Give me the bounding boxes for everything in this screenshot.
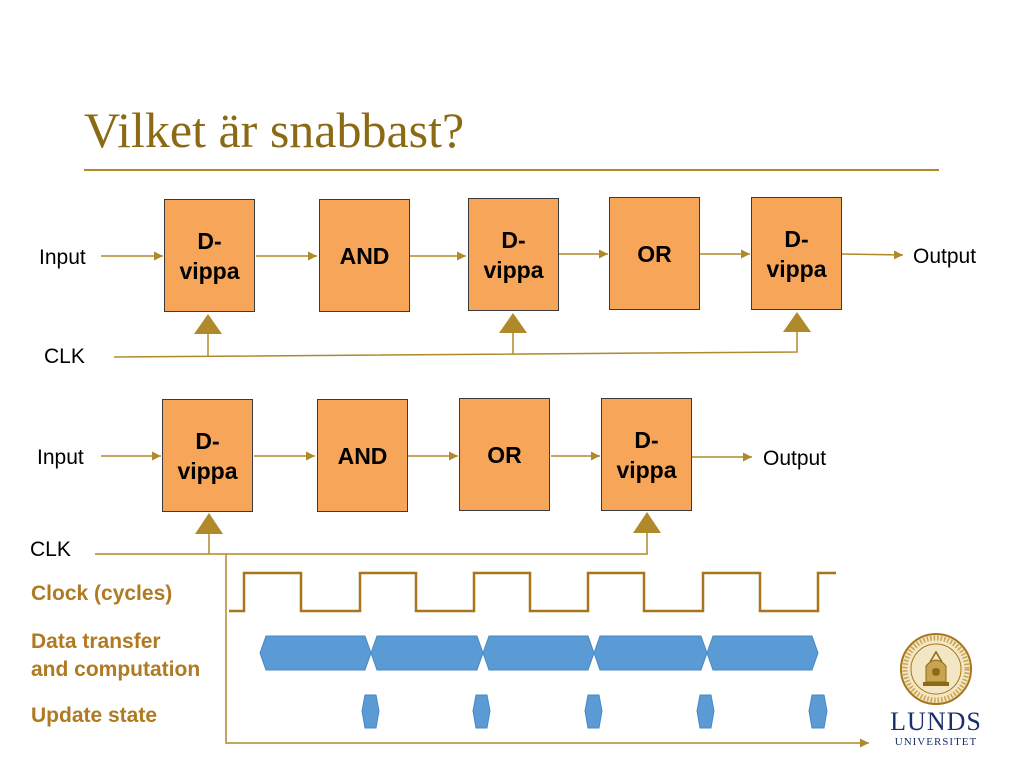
d1-clk-label: CLK [44,345,85,368]
d1-input-label: Input [39,246,86,269]
d1-output-label: Output [913,245,977,268]
d2-and-gate: AND [317,399,408,512]
d1-clk-line [113,332,798,358]
d1-wire-output [840,250,904,260]
block-label-line2: vippa [179,257,240,284]
block-label-line2: vippa [616,456,677,483]
block-label-line1: AND [337,442,388,469]
d1-clock-triangle-2 [499,313,527,333]
update-marker-4 [696,694,715,729]
diagram1-clock-triangles [194,312,811,334]
d2-dff-2: D-vippa [601,398,692,511]
d2-output-label: Output [763,447,827,470]
block-label-line1: OR [637,240,672,267]
update-marker-3 [584,694,603,729]
update-state-markers [361,694,828,729]
block-label-line1: D- [195,427,220,454]
block-label-line1: OR [487,441,522,468]
d1-dff-2: D-vippa [468,198,559,311]
block-label-line1: D- [784,225,809,252]
slide-title: Vilket är snabbast? [84,102,465,158]
title-divider [84,169,939,171]
d1-or-gate: OR [609,197,700,310]
update-state-label: Update state [31,704,158,727]
d1-clock-triangle-3 [783,312,811,332]
diagram2-wires [95,451,869,748]
data-transfer-label-line1: Data transfer [31,630,161,653]
d2-clk-label: CLK [30,538,71,561]
block-label-line2: vippa [177,457,238,484]
data-bar-1 [259,635,372,671]
university-seal-icon [900,633,972,705]
block-label-line1: D- [197,227,222,254]
data-bar-5 [706,635,819,671]
diagram1-wires [101,249,904,358]
clock-waveform [229,571,836,613]
data-bar-3 [482,635,595,671]
data-bar-4 [593,635,708,671]
update-marker-2 [472,694,491,729]
data-transfer-bars [259,635,819,671]
d1-dff-3: D-vippa [751,197,842,310]
logo-name: LUNDS [890,707,982,736]
d1-and-gate: AND [319,199,410,312]
update-marker-1 [361,694,380,729]
block-label-line2: vippa [483,256,544,283]
d2-dff-1: D-vippa [162,399,253,512]
data-bar-2 [370,635,484,671]
block-label-line1: D- [501,226,526,253]
block-label-line2: vippa [766,255,827,282]
logo-subtitle: UNIVERSITET [894,736,978,748]
d1-dff-1: D-vippa [164,199,255,312]
d2-clk-line [95,533,648,555]
d1-clock-triangle-1 [194,314,222,334]
d2-clock-triangle-2 [633,512,661,533]
update-marker-5 [808,694,828,729]
d2-or-gate: OR [459,398,550,511]
lund-university-logo: LUNDS UNIVERSITET [888,632,984,748]
timeline-axis [225,554,869,748]
block-label-line1: AND [339,242,390,269]
diagram2-clock-triangles [195,512,661,534]
d2-clock-triangle-1 [195,513,223,534]
clock-cycles-label: Clock (cycles) [31,582,173,605]
block-label-line1: D- [634,426,659,453]
d2-input-label: Input [37,446,84,469]
data-transfer-label-line2: and computation [31,658,201,681]
